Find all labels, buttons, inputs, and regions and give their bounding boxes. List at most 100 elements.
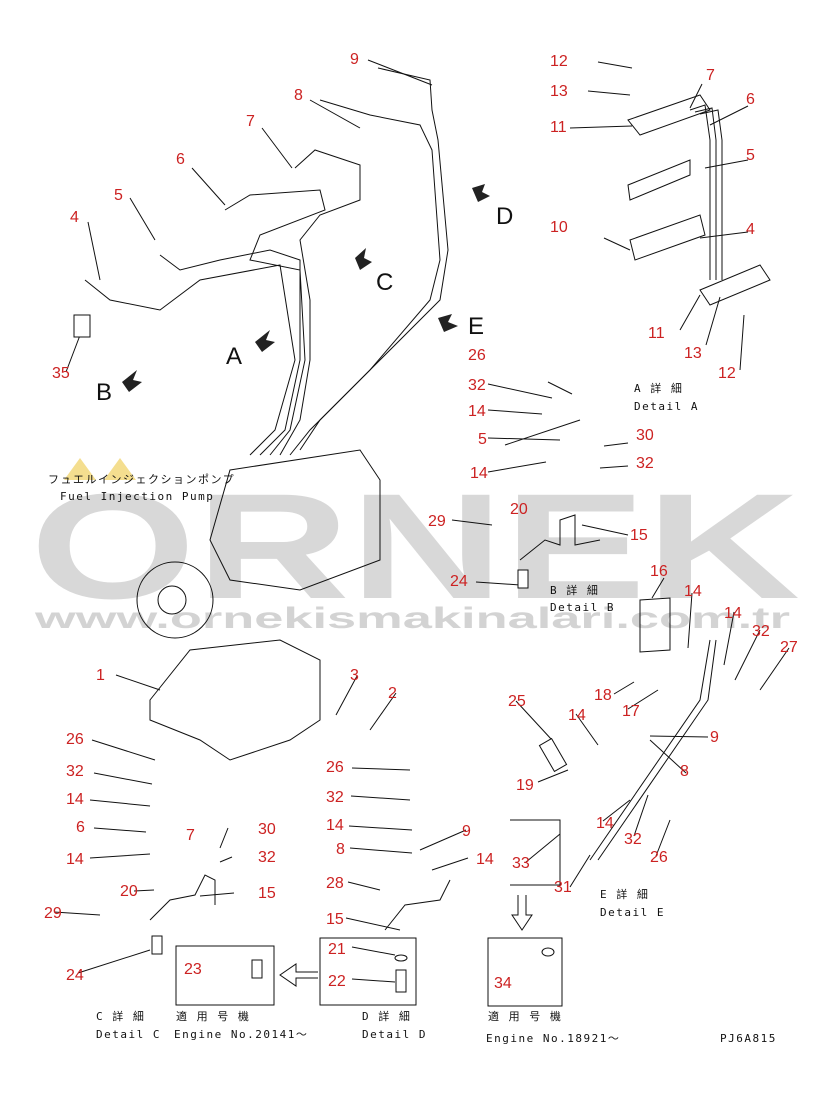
callout-23: 23: [184, 961, 202, 978]
callout-14g: 14: [66, 791, 84, 808]
callout-28: 28: [326, 875, 344, 892]
callout-14d: 14: [724, 605, 742, 622]
drawing-number: PJ6A815: [720, 1032, 777, 1045]
callout-7a: 7: [706, 67, 715, 84]
part-25-spacer: [538, 737, 568, 773]
part-21-washer: [394, 954, 408, 962]
caption-detail-c-en: Detail C: [96, 1028, 161, 1041]
callout-26: 26: [468, 347, 486, 364]
callout-14e: 14: [568, 707, 586, 724]
callout-18: 18: [594, 687, 612, 704]
callout-4: 4: [70, 209, 79, 226]
callout-14f: 14: [596, 815, 614, 832]
detail-c-box: [175, 945, 275, 1006]
bracket-1: [149, 639, 321, 761]
view-arrow-c: [355, 248, 372, 270]
caption-applic-c-en: Engine No.20141～: [174, 1028, 308, 1041]
callout-15a: 15: [258, 885, 276, 902]
view-letter-b: B: [96, 379, 112, 406]
callout-1: 1: [96, 667, 105, 684]
caption-applic-e-en: Engine No.18921～: [486, 1032, 620, 1045]
callout-6: 6: [176, 151, 185, 168]
callout-7: 7: [246, 113, 255, 130]
callout-26b: 26: [66, 731, 84, 748]
pipe-4: [84, 264, 296, 456]
caption-detail-d-jp: D 詳 細: [362, 1009, 411, 1023]
callout-22: 22: [328, 973, 346, 990]
part-34-washer: [541, 947, 555, 957]
callout-2: 2: [388, 685, 397, 702]
callout-21: 21: [328, 941, 346, 958]
detail-cd-arrow: [279, 963, 318, 987]
caption-pump-jp: フュエルインジェクションポンプ: [48, 473, 235, 486]
callout-9: 9: [350, 51, 359, 68]
callout-25: 25: [508, 693, 526, 710]
caption-detail-e-en: Detail E: [600, 906, 665, 919]
callout-20a: 20: [120, 883, 138, 900]
detail-e-arrow: [511, 895, 533, 931]
caption-detail-a-jp: A 詳 細: [634, 381, 683, 395]
part-24-sleeve: [517, 569, 529, 589]
callout-5b: 5: [478, 431, 487, 448]
detail-e-plate-16: [639, 597, 671, 653]
detail-a-clamp-low: [629, 214, 706, 261]
detail-b-bracket: [519, 514, 601, 561]
callout-32b: 32: [636, 455, 654, 472]
callout-26a: 26: [650, 849, 668, 866]
callout-32g: 32: [326, 789, 344, 806]
view-arrow-d: [472, 184, 490, 202]
caption-applic-c-jp: 適 用 号 機: [176, 1009, 250, 1023]
detail-d-box: [319, 937, 417, 1006]
callout-31: 31: [554, 879, 572, 896]
callout-14: 14: [468, 403, 486, 420]
pipe-9: [299, 67, 449, 451]
callout-35: 35: [52, 365, 70, 382]
pump-pulley: [136, 561, 214, 639]
detail-a-clamp-top: [627, 94, 711, 136]
callout-9a: 9: [710, 729, 719, 746]
callout-14h: 14: [66, 851, 84, 868]
pump-body: [209, 449, 381, 591]
caption-detail-b-en: Detail B: [550, 601, 615, 614]
caption-applic-e-jp: 適 用 号 機: [488, 1009, 562, 1023]
pipe-6: [224, 189, 326, 456]
caption-detail-c-jp: C 詳 細: [96, 1009, 145, 1023]
callout-3: 3: [350, 667, 359, 684]
detail-e-box: [487, 937, 563, 1007]
view-arrow-a: [255, 330, 275, 352]
callout-15b: 15: [326, 911, 344, 928]
callout-14i: 14: [326, 817, 344, 834]
callout-12: 12: [550, 53, 568, 70]
callout-32c: 32: [752, 623, 770, 640]
watermark-accent-chevrons: [64, 458, 136, 480]
view-letters: A B C D E: [96, 203, 513, 406]
callout-6a: 6: [746, 91, 755, 108]
caption-pump-en: Fuel Injection Pump: [60, 490, 214, 503]
callout-16: 16: [650, 563, 668, 580]
caption-detail-d-en: Detail D: [362, 1028, 427, 1041]
callout-24a: 24: [66, 967, 84, 984]
part-22-sleeve: [395, 969, 407, 993]
detail-b-pipe: [504, 419, 581, 446]
callout-32d: 32: [624, 831, 642, 848]
view-letter-d: D: [496, 203, 513, 230]
drawing-lines: [53, 59, 790, 1007]
callout-14j: 14: [476, 851, 494, 868]
callout-26c: 26: [326, 759, 344, 776]
callout-14c: 14: [684, 583, 702, 600]
callout-32: 32: [468, 377, 486, 394]
detail-e-bar: [589, 639, 717, 861]
part-24a-sleeve: [151, 935, 163, 955]
callout-32f: 32: [258, 849, 276, 866]
caption-detail-a-en: Detail A: [634, 400, 699, 413]
callout-24: 24: [450, 573, 468, 590]
callout-11a: 11: [648, 325, 665, 342]
callout-15: 15: [630, 527, 648, 544]
callout-14b: 14: [470, 465, 488, 482]
leader-lines: [53, 59, 790, 983]
caption-detail-b-jp: B 詳 細: [550, 583, 599, 597]
callout-13: 13: [550, 83, 568, 100]
view-arrow-b: [122, 370, 142, 392]
detail-a-clamp-mid: [627, 159, 691, 201]
callout-29a: 29: [44, 905, 62, 922]
